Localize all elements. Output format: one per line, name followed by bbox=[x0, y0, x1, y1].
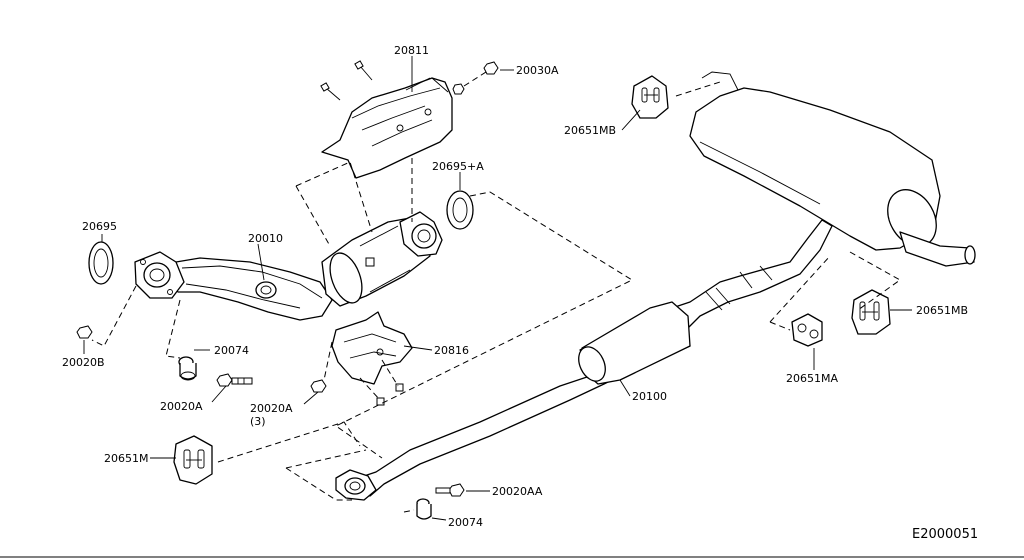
label-20816: 20816 bbox=[434, 344, 469, 357]
bolt-icon-20020A bbox=[216, 373, 253, 387]
label-20695: 20695 bbox=[82, 220, 117, 233]
hanger-20651M bbox=[173, 435, 213, 485]
front-pipe-20010 bbox=[134, 251, 333, 321]
label-20695A: 20695+A bbox=[432, 160, 484, 173]
label-20651MB-upper: 20651MB bbox=[564, 124, 616, 137]
label-quantity-3: (3) bbox=[250, 415, 266, 428]
catalytic-converter bbox=[321, 211, 443, 307]
label-20010: 20010 bbox=[248, 232, 283, 245]
label-20651MB-lower: 20651MB bbox=[916, 304, 968, 317]
label-20020A-3: 20020A bbox=[250, 402, 293, 415]
hanger-20651MB-lower bbox=[851, 289, 891, 335]
assembly-lines bbox=[91, 81, 901, 513]
hanger-20651MB-upper bbox=[631, 75, 669, 119]
label-20100: 20100 bbox=[632, 390, 667, 403]
stud-icon-20074 bbox=[178, 356, 197, 381]
bolt-icon-20020AA bbox=[435, 483, 465, 497]
label-20074: 20074 bbox=[214, 344, 249, 357]
hanger-20651MA bbox=[791, 313, 823, 347]
label-20030A: 20030A bbox=[516, 64, 559, 77]
label-20020AA: 20020AA bbox=[492, 485, 543, 498]
bracket-20816 bbox=[331, 311, 413, 385]
heat-shield-20811 bbox=[321, 77, 453, 179]
gasket-20695 bbox=[88, 241, 114, 285]
bolt-icon bbox=[376, 383, 404, 406]
stud-icon-20074 bbox=[416, 498, 432, 520]
gasket-20695A bbox=[446, 190, 474, 230]
center-pipe-20100 bbox=[335, 219, 833, 501]
part-labels: 20811 20030A 20695+A 20695 20010 20020B … bbox=[62, 44, 978, 542]
main-muffler bbox=[689, 71, 976, 267]
label-20811: 20811 bbox=[394, 44, 429, 57]
label-20020B: 20020B bbox=[62, 356, 105, 369]
label-20651MA: 20651MA bbox=[786, 372, 838, 385]
bolt-icon bbox=[320, 60, 449, 101]
nut-icon-20020A-3 bbox=[310, 379, 327, 393]
nut-icon-20030A bbox=[452, 61, 499, 95]
nut-icon-20020B bbox=[76, 325, 93, 339]
leader-lines bbox=[83, 56, 912, 521]
label-20651M: 20651M bbox=[104, 452, 148, 465]
label-20074-lower: 20074 bbox=[448, 516, 483, 529]
label-20020A: 20020A bbox=[160, 400, 203, 413]
diagram-code: E2000051 bbox=[912, 527, 978, 542]
